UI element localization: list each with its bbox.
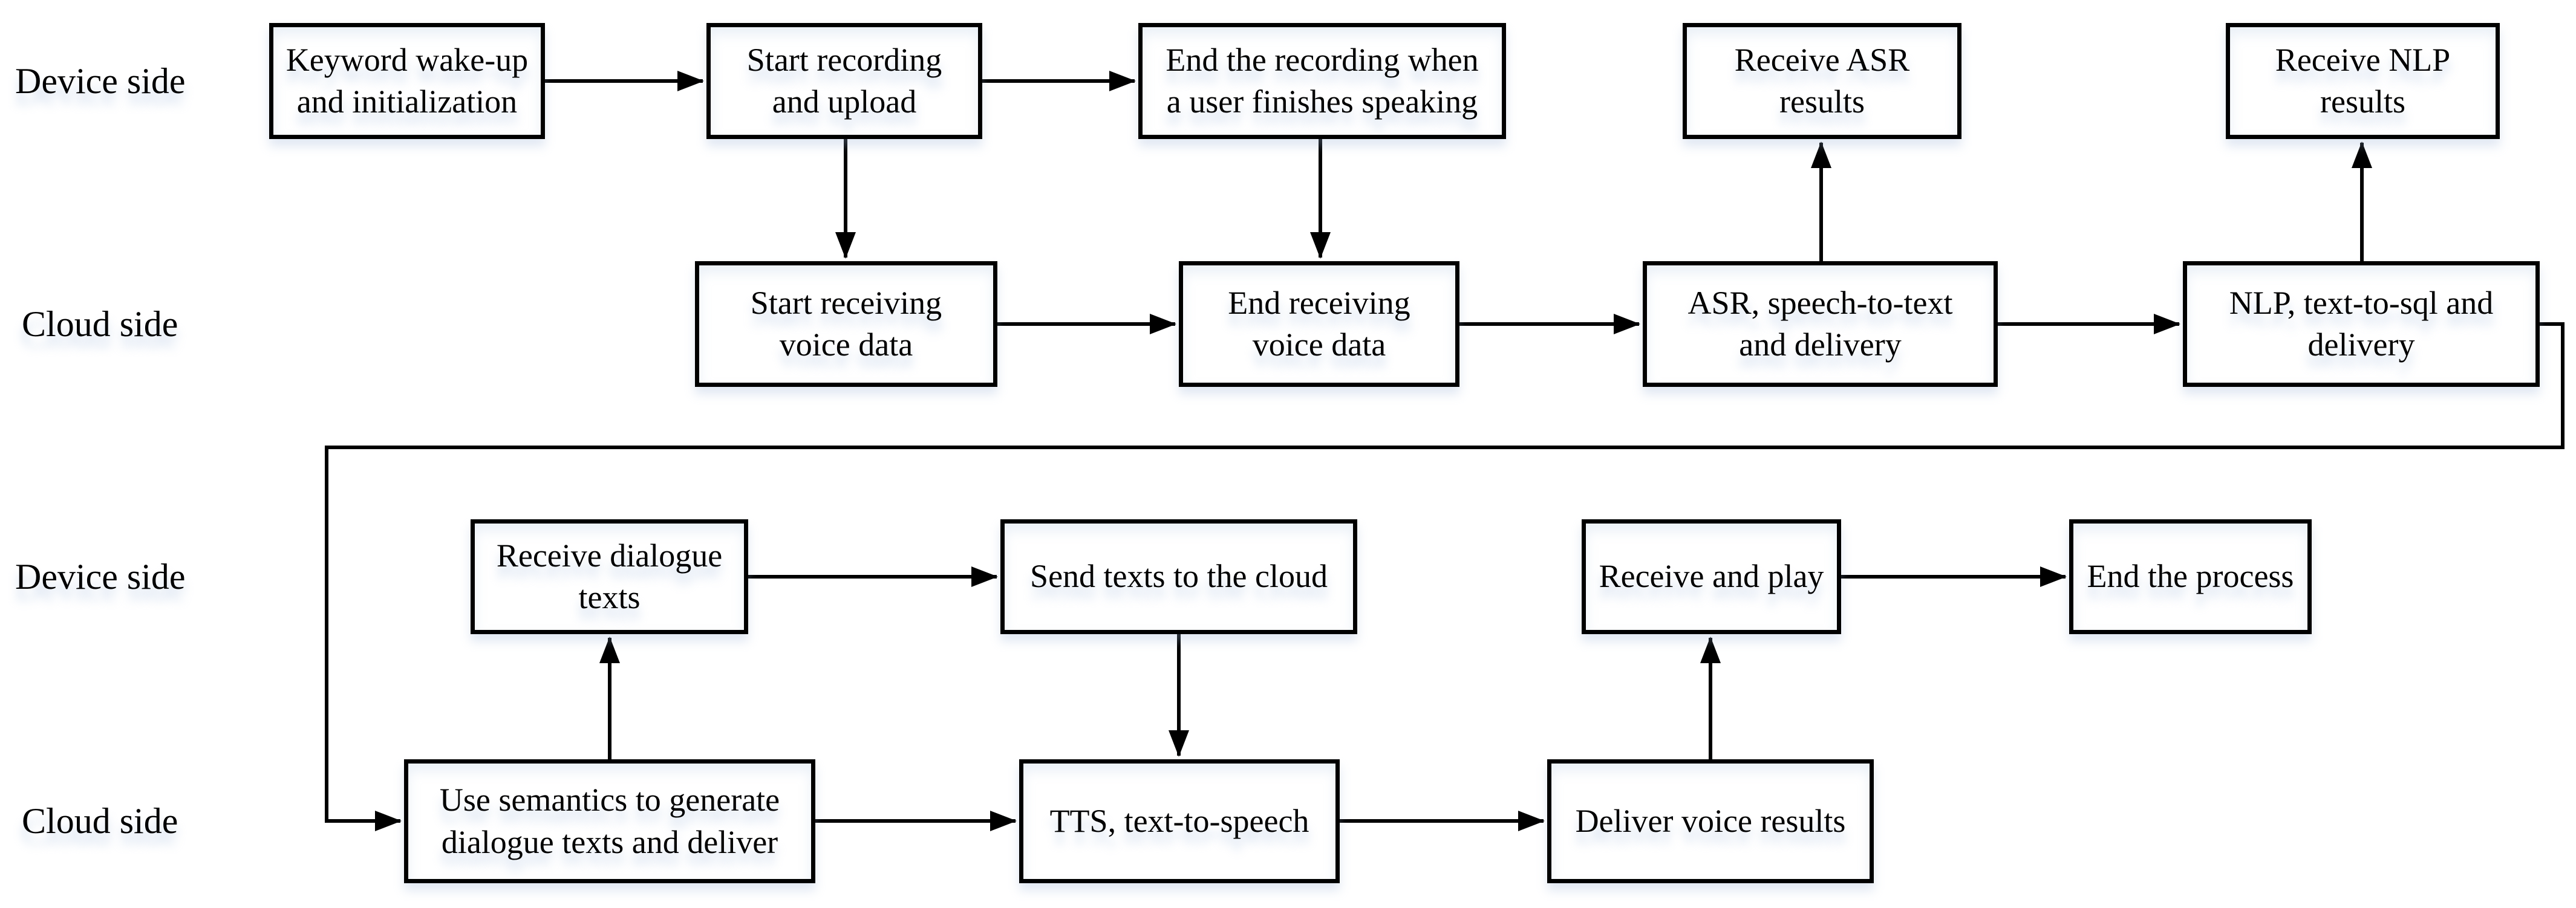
node-label-keyword-wakeup: Keyword wake-up and initialization — [285, 41, 529, 120]
node-label-use-semantics: Use semantics to generate dialogue texts… — [439, 782, 780, 860]
node-tts: TTS, text-to-speech — [1019, 759, 1340, 883]
node-label-deliver-voice: Deliver voice results — [1575, 802, 1846, 839]
node-label-end-process: End the process — [2087, 558, 2294, 595]
node-receive-play: Receive and play — [1582, 519, 1841, 634]
node-end-receiving: End receiving voice data — [1179, 261, 1459, 387]
lane-label-device-side-1: Device side — [15, 61, 186, 101]
node-start-receiving: Start receiving voice data — [695, 261, 997, 387]
node-label-receive-dialogue: Receive dialogue texts — [496, 537, 723, 615]
node-end-process: End the process — [2069, 519, 2312, 634]
node-label-nlp: NLP, text-to-sql and delivery — [2229, 284, 2494, 363]
node-label-receive-nlp: Receive NLP results — [2275, 41, 2451, 120]
node-keyword-wakeup: Keyword wake-up and initialization — [269, 23, 545, 139]
node-receive-dialogue: Receive dialogue texts — [471, 519, 748, 634]
node-deliver-voice: Deliver voice results — [1547, 759, 1874, 883]
node-use-semantics: Use semantics to generate dialogue texts… — [404, 759, 815, 883]
lane-label-device-side-2: Device side — [15, 557, 186, 597]
node-label-send-texts: Send texts to the cloud — [1030, 558, 1328, 595]
node-receive-asr: Receive ASR results — [1683, 23, 1961, 139]
lane-label-cloud-side-1: Cloud side — [22, 304, 178, 344]
node-start-recording: Start recording and upload — [706, 23, 982, 139]
node-label-start-recording: Start recording and upload — [746, 41, 942, 120]
node-label-receive-play: Receive and play — [1599, 558, 1824, 595]
node-nlp: NLP, text-to-sql and delivery — [2183, 261, 2540, 387]
arrow-nlp-to-use-semantics — [325, 322, 2565, 831]
node-label-end-receiving: End receiving voice data — [1228, 284, 1410, 363]
node-send-texts: Send texts to the cloud — [1000, 519, 1357, 634]
node-asr: ASR, speech-to-text and delivery — [1643, 261, 1998, 387]
node-end-recording: End the recording when a user finishes s… — [1138, 23, 1506, 139]
node-label-asr: ASR, speech-to-text and delivery — [1687, 284, 1953, 363]
node-label-receive-asr: Receive ASR results — [1734, 41, 1910, 120]
node-label-end-recording: End the recording when a user finishes s… — [1166, 41, 1479, 120]
node-receive-nlp: Receive NLP results — [2226, 23, 2500, 139]
lane-label-cloud-side-2: Cloud side — [22, 801, 178, 841]
node-label-tts: TTS, text-to-speech — [1049, 802, 1309, 839]
node-label-start-receiving: Start receiving voice data — [750, 284, 942, 363]
